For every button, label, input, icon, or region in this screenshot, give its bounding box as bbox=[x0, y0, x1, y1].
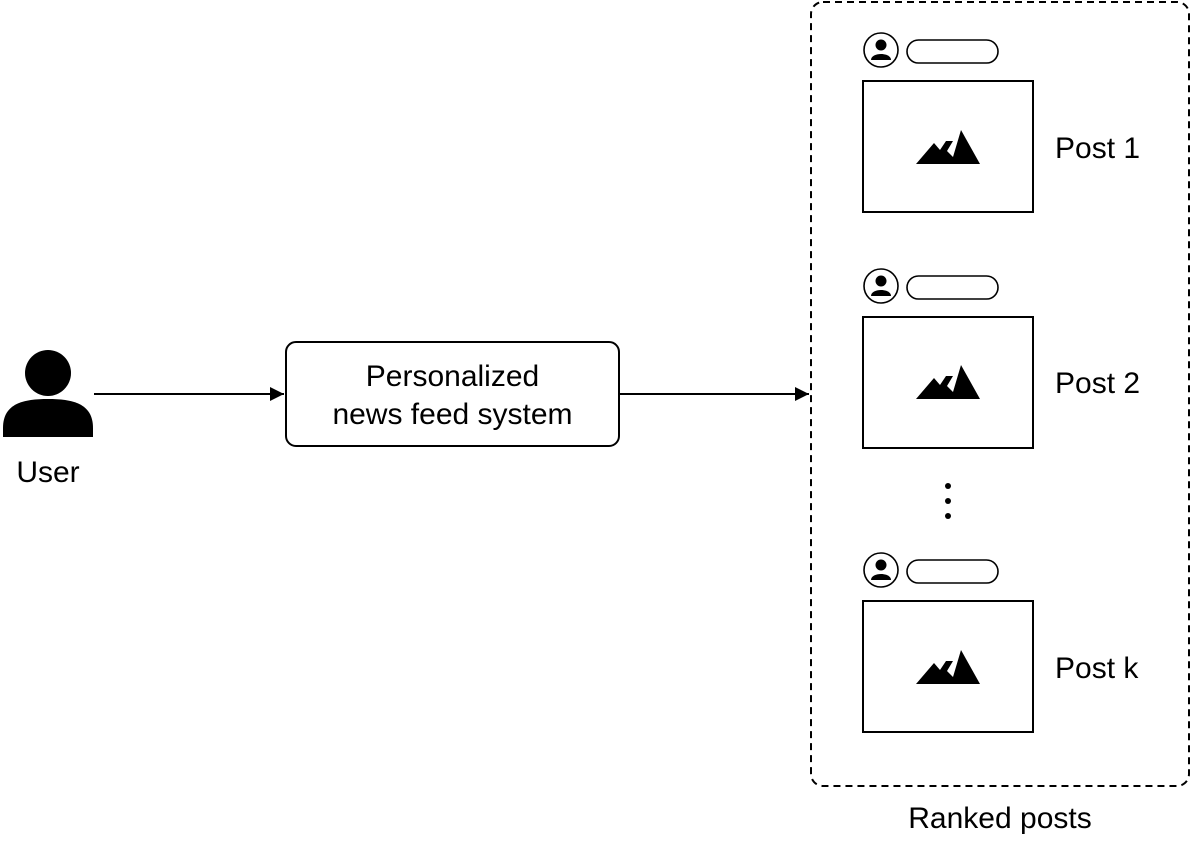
post-label: Post 2 bbox=[1055, 367, 1140, 400]
system-label-line2: news feed system bbox=[332, 398, 572, 431]
author-name-placeholder bbox=[906, 275, 999, 300]
author-avatar-icon bbox=[863, 32, 899, 68]
ranked-posts-label: Ranked posts bbox=[908, 802, 1091, 835]
user-label: User bbox=[16, 456, 79, 489]
system-label-line1: Personalized bbox=[366, 360, 539, 393]
author-name-placeholder bbox=[906, 559, 999, 584]
post-card-2: Post 2 bbox=[862, 268, 1140, 449]
author-avatar-icon bbox=[863, 268, 899, 304]
post-label: Post k bbox=[1055, 652, 1139, 685]
post-card-1: Post 1 bbox=[862, 32, 1140, 213]
post-label: Post 1 bbox=[1055, 132, 1140, 165]
post-card-k: Post k bbox=[862, 552, 1139, 733]
system-box bbox=[285, 341, 620, 447]
author-avatar-icon bbox=[863, 552, 899, 588]
user-icon bbox=[3, 350, 93, 437]
author-name-placeholder bbox=[906, 39, 999, 64]
vertical-ellipsis-icon bbox=[945, 483, 951, 519]
